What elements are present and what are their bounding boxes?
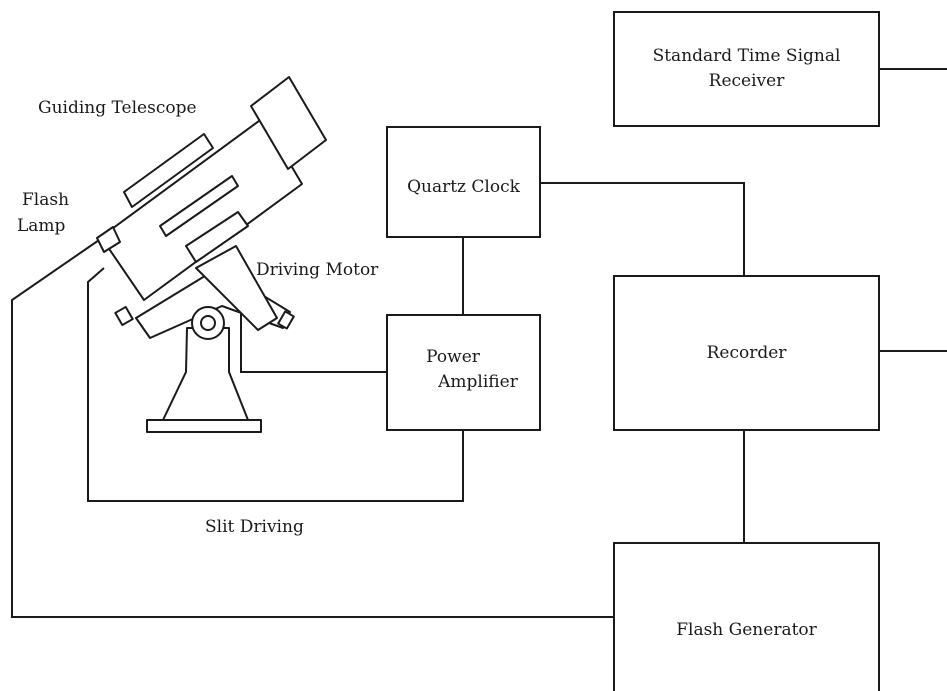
telescope-base — [146, 419, 262, 433]
flash-lamp-body — [96, 226, 121, 253]
flash-lamp-line — [11, 237, 614, 618]
guiding-telescope-label: Guiding Telescope — [38, 98, 197, 118]
connector-amplifier-to-motor — [240, 301, 387, 373]
quartz-clock-label: Quartz Clock — [407, 176, 520, 197]
flash-generator-label: Flash Generator — [676, 619, 817, 640]
slit-driving-line — [87, 267, 464, 502]
power-amplifier-label: Power Amplifier — [390, 330, 540, 410]
slit-driving-label: Slit Driving — [205, 517, 304, 537]
flash-lamp-label-line2: Lamp — [17, 216, 66, 236]
power-amplifier-line2: Amplifier — [438, 372, 518, 392]
guiding-scope-mount — [159, 175, 239, 237]
time-signal-receiver-label: Standard Time Signal Receiver — [614, 12, 879, 126]
recorder-label: Recorder — [706, 342, 787, 363]
recorder-box — [613, 275, 880, 431]
time-signal-receiver-line2: Receiver — [708, 71, 785, 91]
connector-clock-to-recorder — [540, 182, 745, 276]
driving-motor-housing — [185, 211, 249, 263]
declination-hub — [200, 315, 216, 331]
mount-bolt-right — [277, 310, 295, 330]
driving-motor-label: Driving Motor — [256, 260, 379, 280]
time-signal-receiver-line1: Standard Time Signal — [652, 46, 841, 67]
telescope-objective — [250, 76, 327, 170]
telescope-illustration — [96, 76, 327, 433]
guiding-telescope-tube — [123, 133, 214, 208]
mount-bolt-left — [114, 305, 134, 327]
power-amplifier-line1: Power — [426, 347, 480, 368]
counterweight-arm — [195, 245, 278, 331]
telescope-pier — [162, 327, 249, 421]
flash-lamp-label-line1: Flash — [22, 190, 70, 210]
